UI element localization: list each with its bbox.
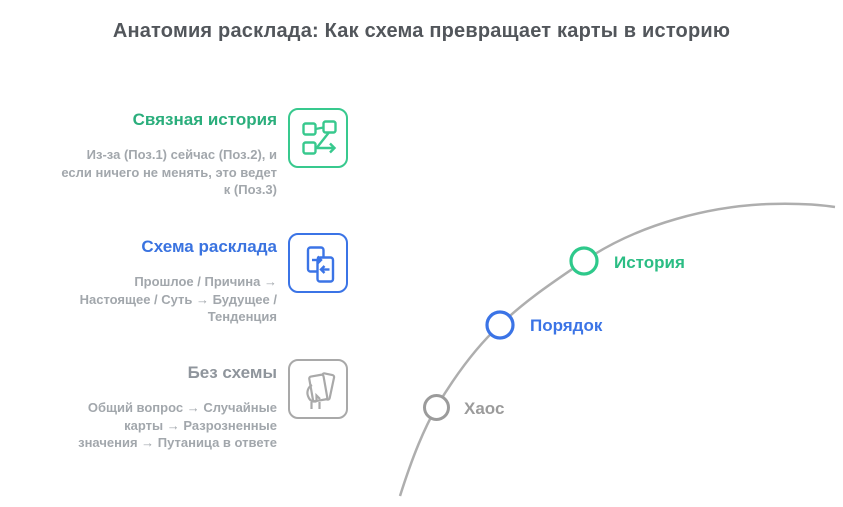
section-no-schema: Без схемы Общий вопрос → Случайные карты… — [40, 363, 277, 452]
curve-label-story: История — [614, 253, 685, 272]
hand-holding-cards-glyph — [306, 372, 336, 409]
cards-swap-icon — [288, 233, 348, 293]
section-story-description: Из-за (Поз.1) сейчас (Поз.2), и если нич… — [61, 147, 277, 197]
curve-path — [398, 202, 836, 497]
section-schema: Схема расклада Прошлое / Причина → Насто… — [40, 237, 277, 326]
page-title: Анатомия расклада: Как схема превращает … — [112, 20, 731, 42]
flow-arrows-icon — [288, 108, 348, 168]
section-story: Связная история Из-за (Поз.1) сейчас (По… — [40, 110, 277, 199]
cards-swap-glyph — [306, 246, 335, 283]
curve-point-story — [569, 246, 599, 276]
section-schema-description: Прошлое / Причина → Настоящее / Суть → Б… — [79, 274, 277, 324]
hand-holding-cards-icon — [288, 359, 348, 419]
section-schema-title: Схема расклада — [141, 237, 277, 256]
curve-label-order: Порядок — [530, 316, 603, 335]
section-story-title: Связная история — [132, 110, 277, 129]
curve-point-chaos — [423, 394, 450, 421]
flow-arrows-glyph — [302, 120, 337, 155]
section-no-schema-description: Общий вопрос → Случайные карты → Разрозн… — [78, 400, 277, 450]
curve-point-order — [485, 310, 515, 340]
curve-label-chaos: Хаос — [464, 399, 504, 418]
section-no-schema-title: Без схемы — [187, 363, 277, 382]
